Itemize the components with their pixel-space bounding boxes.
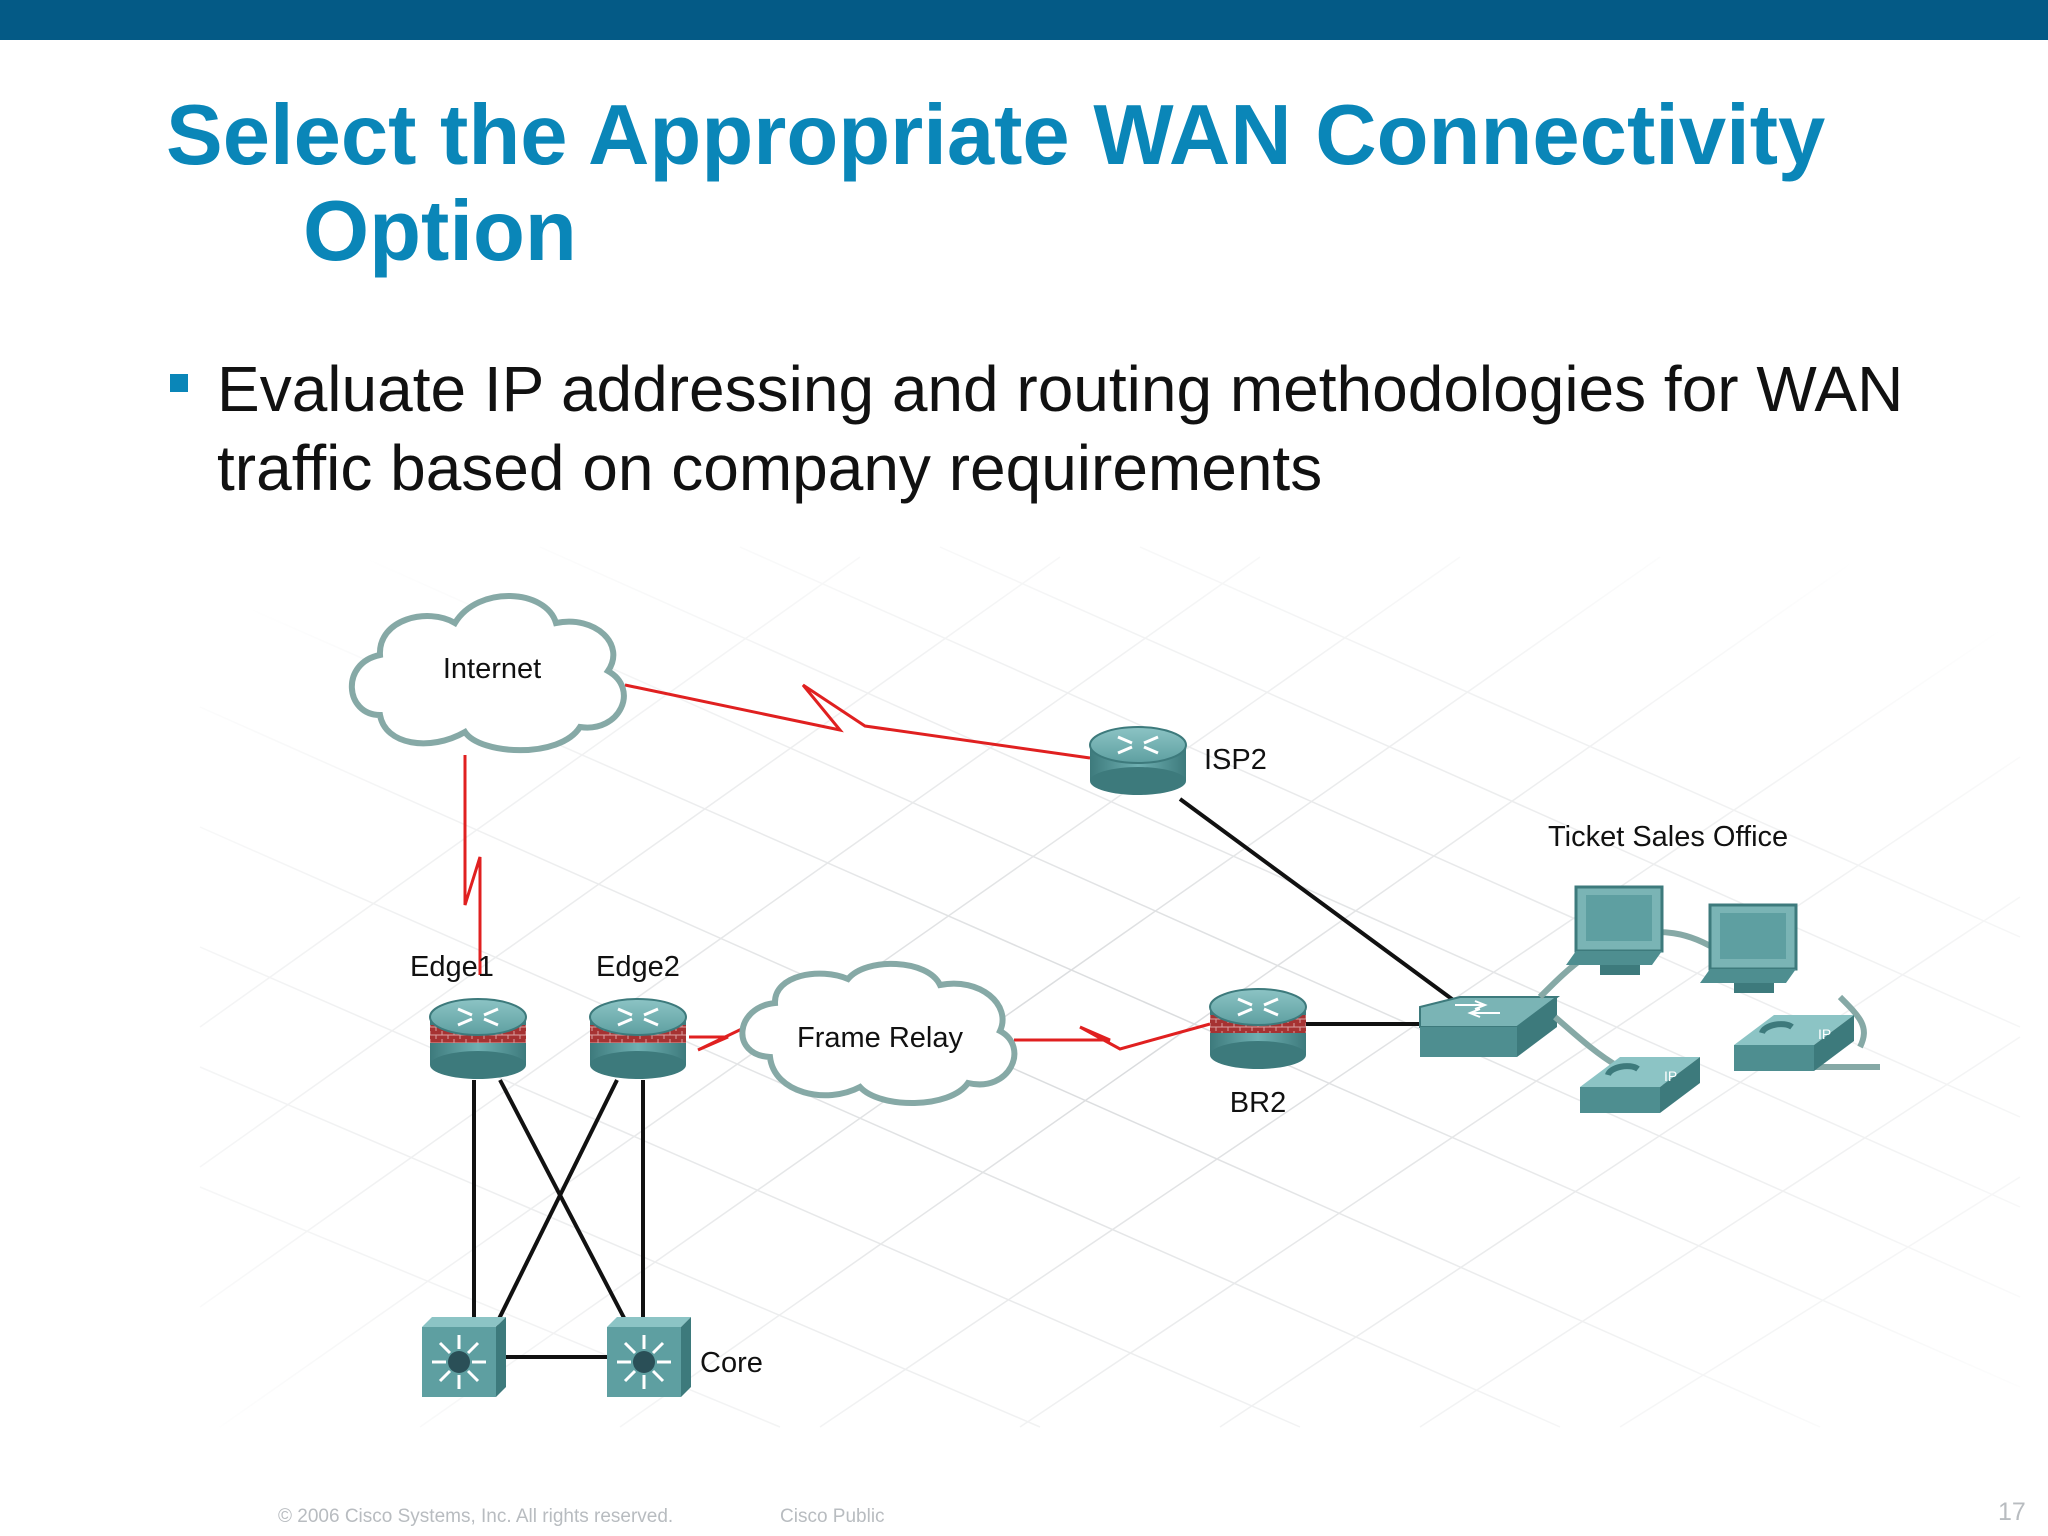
branch-switch-icon bbox=[1419, 996, 1560, 1057]
frame-relay-cloud bbox=[739, 960, 1018, 1106]
core-switch-1-icon bbox=[422, 1317, 506, 1397]
title-line-1: Select the Appropriate WAN Connectivity bbox=[166, 88, 1826, 183]
core-switch-2-icon bbox=[607, 1317, 691, 1397]
ethernet-links bbox=[472, 797, 1462, 1359]
ip-phone-2-icon: IP bbox=[1734, 1015, 1854, 1071]
isp2-router-icon bbox=[1089, 726, 1187, 795]
edge2-label: Edge2 bbox=[596, 951, 680, 983]
edge1-router-icon bbox=[429, 998, 527, 1079]
ticket-sales-office-label: Ticket Sales Office bbox=[1548, 821, 1788, 853]
ip-phone-1-icon: IP bbox=[1580, 1057, 1700, 1113]
edge1-label: Edge1 bbox=[410, 951, 494, 983]
pc-2-icon bbox=[1700, 903, 1798, 993]
bullet-text: Evaluate IP addressing and routing metho… bbox=[217, 353, 1904, 504]
footer-copyright: © 2006 Cisco Systems, Inc. All rights re… bbox=[278, 1506, 674, 1527]
slide-title: Select the Appropriate WAN Connectivity … bbox=[166, 88, 2026, 280]
network-diagram: Internet Frame Relay ISP2 BR2 Edge1 Edge bbox=[160, 527, 2048, 1457]
br2-label: BR2 bbox=[1230, 1087, 1286, 1119]
core-label: Core bbox=[700, 1347, 763, 1379]
title-line-2: Option bbox=[303, 184, 577, 279]
page-number: 17 bbox=[1998, 1498, 2026, 1526]
top-banner bbox=[0, 0, 2048, 40]
ip-phone-2-badge: IP bbox=[1818, 1026, 1831, 1042]
internet-cloud bbox=[348, 593, 627, 754]
internet-label: Internet bbox=[443, 653, 541, 685]
frame-relay-label: Frame Relay bbox=[797, 1022, 963, 1054]
ip-phone-1-badge: IP bbox=[1664, 1068, 1677, 1084]
isp2-label: ISP2 bbox=[1204, 744, 1267, 776]
bullet-square-icon bbox=[170, 374, 188, 392]
pc-1-icon bbox=[1566, 885, 1664, 975]
network-diagram-svg: Internet Frame Relay ISP2 BR2 Edge1 Edge bbox=[160, 527, 2048, 1457]
footer-classification: Cisco Public bbox=[780, 1506, 885, 1527]
br2-router-icon bbox=[1209, 988, 1307, 1069]
edge2-router-icon bbox=[589, 998, 687, 1079]
